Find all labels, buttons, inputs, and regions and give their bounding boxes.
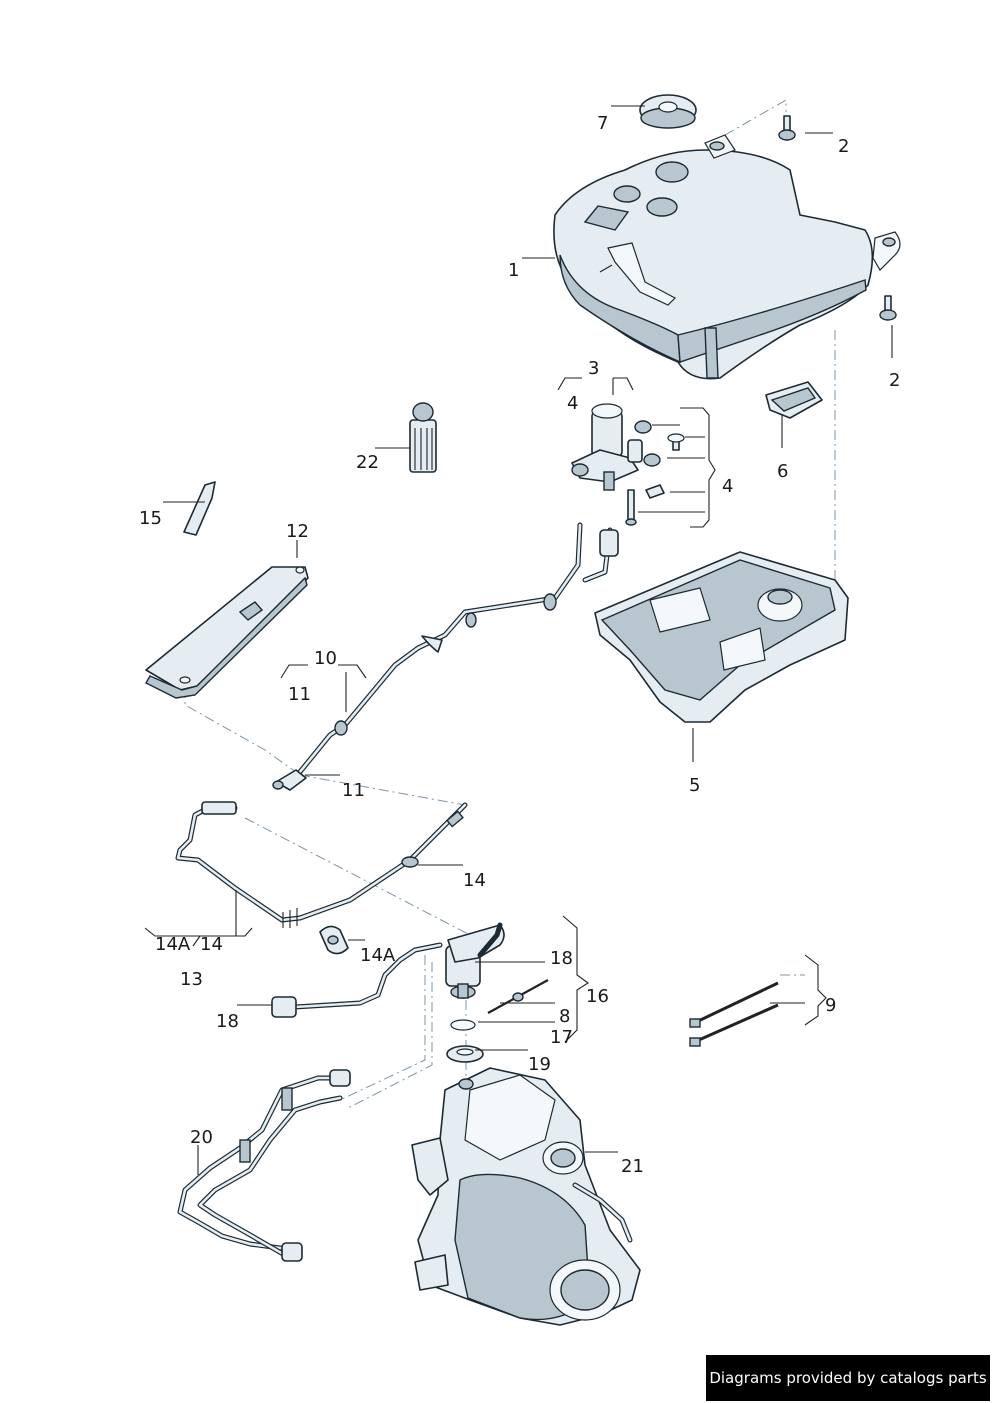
- callout-5: 5: [689, 775, 700, 796]
- callout-6: 6: [777, 461, 788, 482]
- part-1-reservoir-tank[interactable]: [553, 134, 901, 380]
- part-13-hose-assembly[interactable]: [175, 801, 468, 928]
- callout-labels: 7 2 1 2 3 4 4 6 22 15 12 10 11 5 11 14 1…: [139, 113, 900, 1177]
- callout-11-lower: 11: [342, 780, 365, 801]
- part-11-connector[interactable]: [272, 769, 307, 791]
- callout-9: 9: [825, 995, 836, 1016]
- callout-2-upper: 2: [838, 136, 849, 157]
- callout-14-left: 14: [200, 934, 223, 955]
- part-12-cover-plate[interactable]: [145, 566, 309, 699]
- callout-15: 15: [139, 508, 162, 529]
- callout-12: 12: [286, 521, 309, 542]
- part-3-pump[interactable]: [571, 403, 643, 491]
- part-17-o-ring[interactable]: [450, 1019, 476, 1031]
- callout-10: 10: [314, 648, 337, 669]
- part-14A-clamp[interactable]: [319, 925, 349, 955]
- callout-1: 1: [508, 260, 519, 281]
- part-21-particulate-filter[interactable]: [411, 1067, 641, 1326]
- callout-13: 13: [180, 969, 203, 990]
- callout-14-right: 14: [463, 870, 486, 891]
- part-8-wire[interactable]: [487, 979, 549, 1014]
- callout-18-left: 18: [216, 1011, 239, 1032]
- part-22-fluid-bottle[interactable]: [409, 402, 437, 473]
- callout-7: 7: [597, 113, 608, 134]
- callout-18-right: 18: [550, 948, 573, 969]
- callout-16: 16: [586, 986, 609, 1007]
- callout-14A-left: 14A: [155, 934, 191, 955]
- part-7-sealing-ring[interactable]: [639, 94, 697, 129]
- watermark-banner: Diagrams provided by catalogs parts: [706, 1355, 990, 1401]
- callout-8: 8: [559, 1006, 570, 1027]
- part-6-holder-clip[interactable]: [765, 381, 823, 419]
- part-15-wedge[interactable]: [183, 481, 216, 536]
- callout-21: 21: [621, 1156, 644, 1177]
- part-18-sensor[interactable]: [271, 922, 505, 1018]
- callout-22: 22: [356, 452, 379, 473]
- callout-19: 19: [528, 1054, 551, 1075]
- part-9-cable-ties[interactable]: [689, 981, 779, 1047]
- callout-17: 17: [550, 1027, 573, 1048]
- callout-20: 20: [190, 1127, 213, 1148]
- part-2-screw-lower[interactable]: [879, 295, 897, 321]
- callout-4-right: 4: [722, 476, 733, 497]
- watermark-text: Diagrams provided by catalogs parts: [709, 1369, 987, 1387]
- callout-3: 3: [588, 358, 599, 379]
- part-2-screw-upper[interactable]: [778, 115, 796, 141]
- callout-leader-lines: [144, 105, 893, 1175]
- callout-11-upper: 11: [288, 684, 311, 705]
- part-5-support-tray[interactable]: [594, 551, 849, 723]
- part-4-fittings[interactable]: [625, 420, 685, 526]
- callout-14A-right: 14A: [360, 945, 396, 966]
- part-20-hose-bundle[interactable]: [177, 1069, 351, 1262]
- part-10-pipe-line[interactable]: [292, 522, 619, 781]
- part-19-retaining-ring[interactable]: [446, 1045, 484, 1063]
- callout-4-left: 4: [567, 393, 578, 414]
- callout-2-lower: 2: [889, 370, 900, 391]
